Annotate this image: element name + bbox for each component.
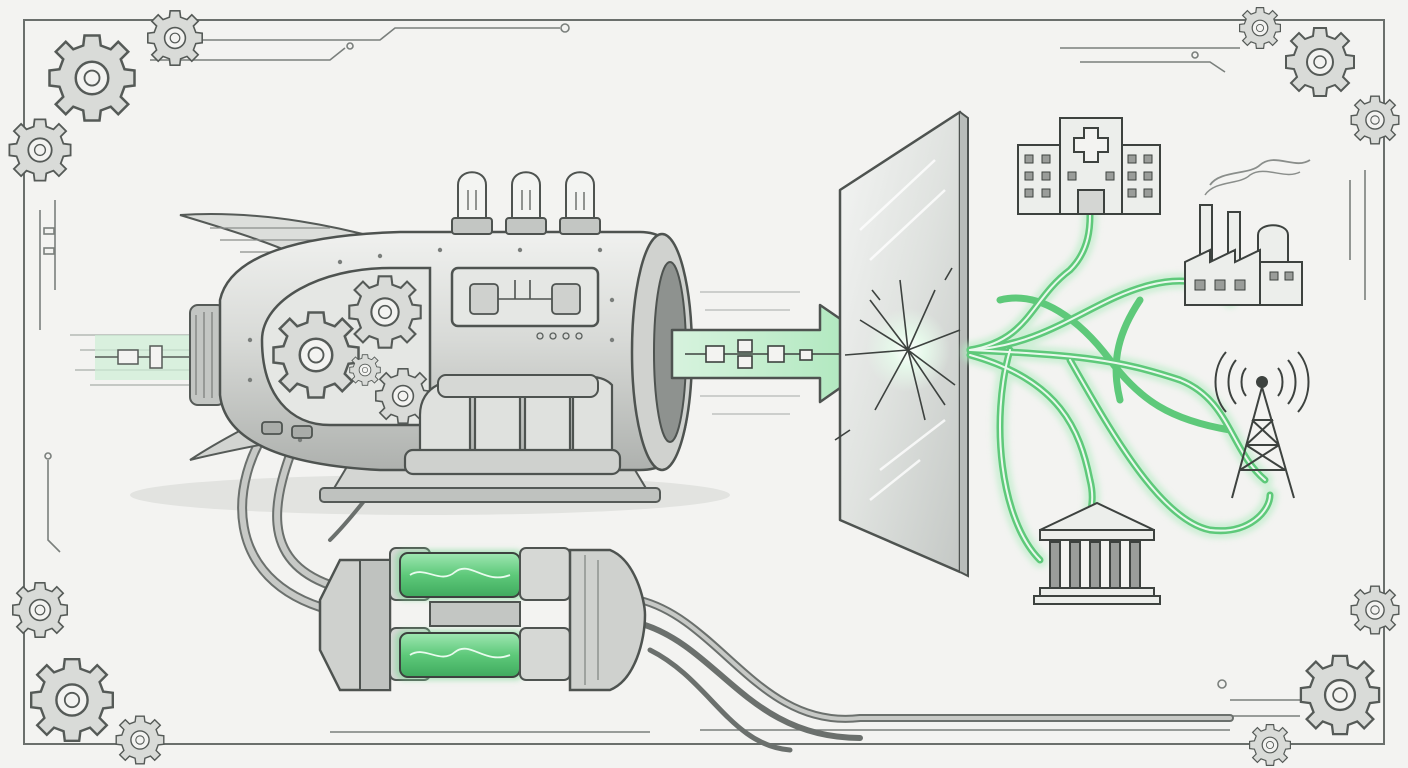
data-arrow	[670, 291, 892, 415]
radio-tower-icon	[1214, 351, 1310, 499]
circuit-trace-icon	[39, 23, 1366, 733]
incoming-data-stream	[70, 334, 205, 386]
hospital-icon	[1017, 117, 1161, 215]
starburst-icon	[834, 267, 961, 441]
factory-icon	[1184, 159, 1311, 306]
frame-border	[23, 19, 1385, 745]
rocket-engine-icon	[179, 171, 694, 503]
bank-building-icon	[1033, 501, 1161, 605]
energy-battery-icon	[318, 547, 647, 692]
